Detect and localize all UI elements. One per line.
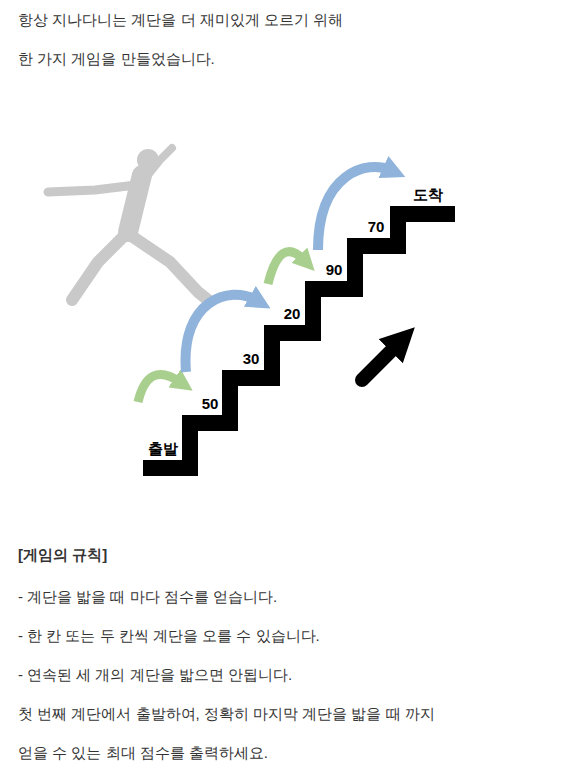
- step-arrow: [268, 252, 304, 284]
- rule-line: 얻을 수 있는 최대 점수를 출력하세요.: [18, 743, 268, 763]
- direction-arrow: [362, 344, 398, 380]
- jumper-leg: [72, 232, 128, 300]
- rule-line: - 한 칸 또는 두 칸씩 계단을 오를 수 있습니다.: [18, 626, 320, 646]
- step-score: 20: [284, 306, 301, 322]
- step-score: 70: [368, 219, 385, 235]
- step-score: 30: [243, 351, 260, 367]
- rule-line: - 연속된 세 개의 계단을 밟으면 안됩니다.: [18, 665, 292, 685]
- jump-arrow: [318, 167, 390, 250]
- jumper-arm: [48, 185, 136, 192]
- rules-heading: [게임의 규칙]: [18, 545, 107, 565]
- step-label: 출발: [148, 441, 178, 457]
- jumper-leg: [130, 235, 208, 300]
- jumper-silhouette: [48, 148, 208, 300]
- step-label: 도착: [413, 187, 443, 203]
- step-arrow: [138, 374, 180, 402]
- intro-line: 항상 지나다니는 계단을 더 재미있게 오르기 위해: [18, 10, 343, 30]
- step-score: 90: [326, 262, 343, 278]
- intro-line: 한 가지 게임을 만들었습니다.: [18, 49, 215, 69]
- rule-line: 첫 번째 계단에서 출발하여, 정확히 마지막 계단을 밟을 때 까지: [18, 704, 435, 724]
- jumper-arm: [144, 148, 172, 180]
- staircase: [143, 214, 455, 468]
- rule-line: - 계단을 밟을 때 마다 점수를 얻습니다.: [18, 587, 277, 607]
- step-score: 50: [202, 396, 219, 412]
